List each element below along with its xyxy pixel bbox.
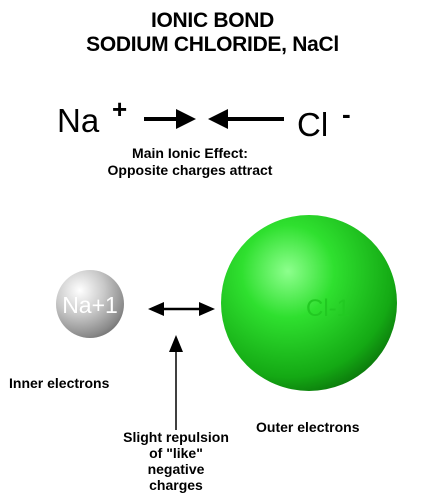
repulsion-label-line-2: of "like" bbox=[149, 445, 203, 461]
repulsion-pointer-arrow bbox=[169, 335, 183, 430]
double-headed-arrow bbox=[148, 302, 215, 316]
inner-electrons-label: Inner electrons bbox=[9, 375, 110, 391]
repulsion-label-line-4: charges bbox=[149, 477, 203, 493]
title-line-1: IONIC BOND bbox=[150, 9, 274, 32]
chlorine-charge: - bbox=[342, 99, 351, 129]
attraction-arrow-left bbox=[208, 109, 284, 129]
chloride-ion-sphere bbox=[221, 215, 397, 391]
sodium-symbol: Na bbox=[57, 102, 100, 139]
repulsion-label-line-1: Slight repulsion bbox=[123, 429, 229, 445]
sodium-charge: + bbox=[112, 94, 128, 124]
sodium-ion-label: Na+1 bbox=[62, 292, 118, 318]
repulsion-label-line-3: negative bbox=[147, 461, 205, 477]
attraction-arrow-right bbox=[144, 109, 196, 129]
effect-caption-line-1: Main Ionic Effect: bbox=[132, 145, 248, 161]
effect-caption-line-2: Opposite charges attract bbox=[107, 162, 273, 178]
outer-electrons-label: Outer electrons bbox=[256, 419, 360, 435]
chloride-ion-label: Cl-1 bbox=[306, 295, 350, 322]
title-line-2: SODIUM CHLORIDE, NaCl bbox=[86, 33, 339, 56]
chlorine-symbol: Cl bbox=[297, 106, 329, 143]
sodium-ion-sphere bbox=[56, 270, 124, 338]
